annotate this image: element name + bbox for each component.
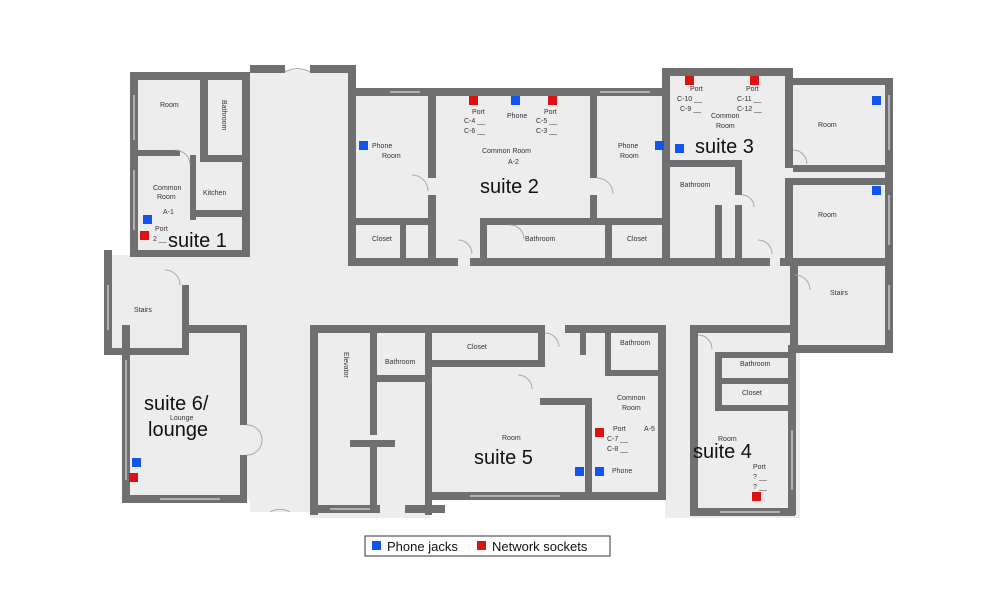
network-socket xyxy=(140,231,149,240)
legend-network-label: Network sockets xyxy=(492,539,588,554)
suite-label: suite 2 xyxy=(480,176,539,198)
suite-labels: suite 1 suite 2 suite 3 suite 4 suite 5 … xyxy=(144,136,754,469)
phone-jack xyxy=(511,96,520,105)
label-phone: Phone xyxy=(507,113,527,120)
label-suite-id: A-1 xyxy=(163,209,174,216)
label-elevator: Elevator xyxy=(342,352,349,378)
label-common-room: Room xyxy=(716,123,735,130)
label-common-room: Room xyxy=(157,194,176,201)
phone-jack xyxy=(872,96,881,105)
legend-box xyxy=(364,535,611,557)
port-label: Port xyxy=(155,226,168,233)
phone-jack xyxy=(655,141,664,150)
label-bathroom: Bathroom xyxy=(525,236,556,243)
phone-jack xyxy=(575,467,584,476)
label-closet: Closet xyxy=(467,344,487,351)
legend-network-swatch xyxy=(477,541,486,550)
port-label: ? __ xyxy=(753,474,767,481)
label-room: Room xyxy=(382,153,401,160)
port-labels: Port 2 __ Port C-4 __ C-6 __ Port C-5 __… xyxy=(153,86,767,491)
port-label: ? __ xyxy=(753,484,767,491)
label-room: Room xyxy=(502,435,521,442)
network-socket xyxy=(595,428,604,437)
label-bathroom: Bathroom xyxy=(740,361,771,368)
network-socket xyxy=(469,96,478,105)
port-label: Port xyxy=(544,109,557,116)
port-label: C-3 __ xyxy=(536,128,557,135)
label-common-room: Common Room xyxy=(482,148,531,155)
label-common-room: Common xyxy=(617,395,646,402)
phone-jack xyxy=(132,458,141,467)
suite-label: suite 1 xyxy=(168,230,227,252)
phone-jack xyxy=(595,467,604,476)
port-label: Port xyxy=(613,426,626,433)
suite-label: suite 6/ xyxy=(144,393,209,415)
port-label: Port xyxy=(472,109,485,116)
port-label: Port xyxy=(746,86,759,93)
port-label: C-4 __ xyxy=(464,118,485,125)
label-closet: Closet xyxy=(627,236,647,243)
label-kitchen: Kitchen xyxy=(203,190,226,197)
port-label: C-5 __ xyxy=(536,118,557,125)
network-socket xyxy=(752,492,761,501)
port-label: Port xyxy=(690,86,703,93)
suite-label: suite 3 xyxy=(695,136,754,158)
label-bathroom: Bathroom xyxy=(385,359,416,366)
label-closet: Closet xyxy=(372,236,392,243)
label-common-room: Room xyxy=(622,405,641,412)
label-room: Room xyxy=(620,153,639,160)
phone-jack xyxy=(675,144,684,153)
legend-phone-swatch xyxy=(372,541,381,550)
phone-jack xyxy=(359,141,368,150)
label-phone: Phone xyxy=(618,143,638,150)
port-label: C-8 __ xyxy=(607,446,628,453)
label-bathroom: Bathroom xyxy=(620,340,651,347)
label-room: Room xyxy=(160,102,179,109)
label-lounge: Lounge xyxy=(170,415,193,422)
phone-jack xyxy=(143,215,152,224)
label-stairs: Stairs xyxy=(134,307,152,314)
network-socket xyxy=(750,76,759,85)
phone-jack xyxy=(872,186,881,195)
network-socket xyxy=(548,96,557,105)
port-label: 2 __ xyxy=(153,236,167,243)
windows xyxy=(107,91,890,513)
port-label: C-11 __ xyxy=(737,96,761,103)
network-sockets xyxy=(129,76,761,501)
port-label: C-9 __ xyxy=(680,106,701,113)
label-stairs: Stairs xyxy=(830,290,848,297)
network-socket xyxy=(129,473,138,482)
network-socket xyxy=(685,76,694,85)
suite-label: suite 5 xyxy=(474,447,533,469)
label-phone: Phone xyxy=(372,143,392,150)
room-labels: Room Bathroom Common Room A-1 Kitchen St… xyxy=(134,100,848,475)
suite-label: lounge xyxy=(148,419,208,441)
label-phone: Phone xyxy=(612,468,632,475)
label-common-room: Common xyxy=(711,113,740,120)
building-floor xyxy=(104,68,894,518)
label-room: Room xyxy=(818,122,837,129)
label-room: Room xyxy=(818,212,837,219)
phone-jacks xyxy=(132,96,881,476)
port-label: C-6 __ xyxy=(464,128,485,135)
label-common-room: Common xyxy=(153,185,182,192)
legend: Phone jacks Network sockets xyxy=(364,535,611,557)
port-label: C-10 __ xyxy=(677,96,702,103)
label-suite-id: A-5 xyxy=(644,426,655,433)
label-suite-id: A-2 xyxy=(508,159,519,166)
port-label: C-7 __ xyxy=(607,436,628,443)
suite-label: suite 4 xyxy=(693,441,752,463)
label-closet: Closet xyxy=(742,390,762,397)
legend-phone-label: Phone jacks xyxy=(387,539,458,554)
label-bathroom: Bathroom xyxy=(220,100,227,131)
doors xyxy=(164,68,811,513)
port-label: C-12 __ xyxy=(737,106,762,113)
label-bathroom: Bathroom xyxy=(680,182,711,189)
port-label: Port xyxy=(753,464,766,471)
label-room: Room xyxy=(718,436,737,443)
